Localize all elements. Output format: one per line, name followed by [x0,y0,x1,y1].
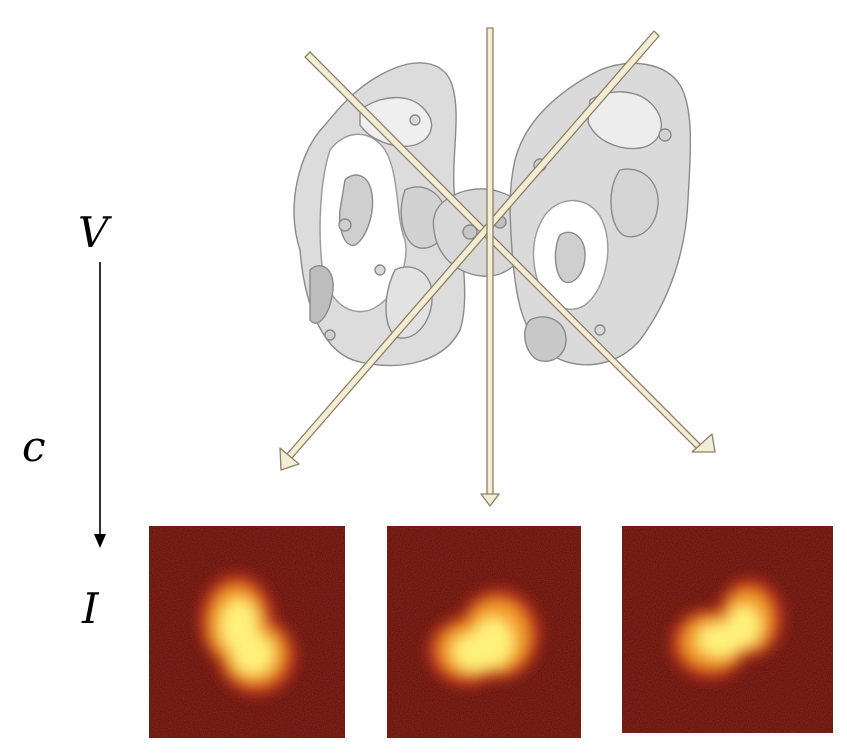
projection-arrowhead-vertical [480,493,500,507]
projection-image-2 [387,526,581,738]
projection-beam-vertical [486,27,494,497]
projection-arrowhead-right [691,433,716,453]
density-lobe-right [509,62,692,366]
projection-image-1 [149,526,345,738]
projection-beams [279,27,716,507]
operator-label: c [22,422,46,471]
operator-arrow [94,262,106,548]
projection-arrowhead-left [279,447,300,471]
volume-label: V [78,208,109,257]
projection-image-3 [622,526,833,733]
images-label: I [82,584,99,633]
